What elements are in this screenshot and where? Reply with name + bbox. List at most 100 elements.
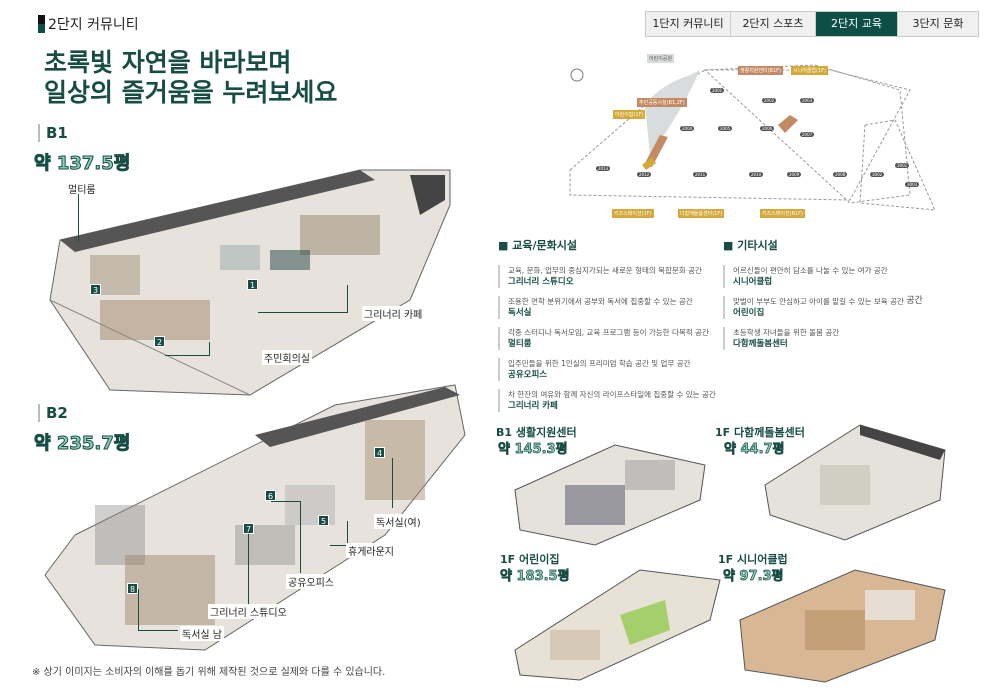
b1-area: 약 137.5평 xyxy=(33,153,131,175)
b2-area: 약 235.7평 xyxy=(33,433,131,455)
map-label-community-facility: 주민공동시설(B1,2F) xyxy=(637,98,687,107)
facility-desc: 맞벌이 부부도 안심하고 아이를 맡길 수 있는 보육 공간 공간 xyxy=(733,296,923,306)
building-number: 2012 xyxy=(637,172,652,177)
other-section-title: ■ 기타시설 xyxy=(723,239,778,252)
marker-8: 8 xyxy=(127,583,138,594)
plan-area-senior-club: 약 97.3평 xyxy=(723,569,784,585)
building-number: 2001 xyxy=(710,88,725,93)
map-label-kids-station-b1f: 키즈스테이션(B1F) xyxy=(760,209,805,218)
map-label-senior-club: 시니어클럽(1F) xyxy=(791,66,828,75)
callout-reading-room-men: 독서실 남 xyxy=(180,626,224,641)
map-label-kids-station-1f: 키즈스테이션(1F) xyxy=(612,209,654,218)
plan-title-daycare: 1F 어린이집 xyxy=(500,553,560,566)
education-section-title: ■ 교육/문화시설 xyxy=(498,239,577,252)
facility-name: 그리너리 스튜디오 xyxy=(508,277,574,287)
tab-complex3-culture[interactable]: 3단지 문화 xyxy=(912,17,964,30)
marker-7: 7 xyxy=(243,523,254,534)
care-center-plan xyxy=(764,424,946,541)
facility-desc: 각종 스터디나 독서모임, 교육 프로그램 등이 가능한 다목적 공간 xyxy=(508,328,709,337)
senior-club-plan xyxy=(739,569,946,683)
building-number: 2005 xyxy=(718,126,733,131)
facility-desc: 차 한잔의 여유와 함께 자신의 라이프스타일에 집중할 수 있는 공간 xyxy=(508,390,716,399)
facility-desc: 초등학생 자녀들을 위한 돌봄 공간 xyxy=(733,328,840,337)
callout-meeting-room: 주민회의실 xyxy=(262,350,312,365)
map-label-daycare: 어린이집(1F) xyxy=(613,110,646,119)
breadcrumb: 2단지 커뮤니티 xyxy=(38,14,139,34)
building-number: 2004 xyxy=(680,126,695,131)
callout-multiroom: 멀티룸 xyxy=(66,181,98,196)
disclaimer: ※ 상기 이미지는 소비자의 이해를 돕기 위해 제작된 것으로 실제와 다를 … xyxy=(32,667,386,678)
facility-name: 다함께돌봄센터 xyxy=(733,339,788,349)
b1-floor-label: B1 xyxy=(38,124,68,142)
building-number: 2006 xyxy=(760,126,775,131)
building-number: 2008 xyxy=(833,172,848,177)
daycare-plan xyxy=(514,569,721,681)
breadcrumb-label: 2단지 커뮤니티 xyxy=(48,17,139,33)
facility-desc: 입주민들을 위한 1인실의 프리미엄 학습 공간 및 업무 공간 xyxy=(508,359,691,368)
building-number: 2007 xyxy=(800,132,815,137)
marker-5: 5 xyxy=(318,515,329,526)
facility-desc-extra: 공간 xyxy=(906,296,923,306)
tab-complex2-sports[interactable]: 2단지 스포츠 xyxy=(731,12,816,36)
plan-title-support-center: B1 생활지원센터 xyxy=(496,426,577,439)
marker-1: 1 xyxy=(247,279,258,290)
facility-name: 멀티룸 xyxy=(508,339,532,349)
tab-bar: 1단지 커뮤니티 2단지 스포츠 2단지 교육 3단지 문화 xyxy=(645,11,979,37)
facility-name: 공유오피스 xyxy=(508,370,548,380)
facility-desc: 교육, 문화, 업무의 중심지가되는 새로운 형태의 복합문화 공간 xyxy=(508,266,702,275)
education-facilities: ■ 교육/문화시설 교육, 문화, 업무의 중심지가되는 새로운 형태의 복합문… xyxy=(498,237,718,420)
callout-shared-office: 공유오피스 xyxy=(286,574,336,589)
b2-floor-label: B2 xyxy=(38,404,68,422)
facility-name: 그리너리 카페 xyxy=(508,401,558,411)
facility-name: 어린이집 xyxy=(733,308,765,318)
plan-title-care-center: 1F 다함께돌봄센터 xyxy=(715,426,805,439)
plan-title-senior-club: 1F 시니어클럽 xyxy=(718,553,788,566)
building-number: 2009 xyxy=(787,172,802,177)
building-number: 2013 xyxy=(596,166,611,171)
tab-complex1-community[interactable]: 1단지 커뮤니티 xyxy=(646,12,731,36)
building-number: 2011 xyxy=(693,172,708,177)
building-number: 2010 xyxy=(749,172,764,177)
headline-line-2: 일상의 즐거움을 누려보세요 xyxy=(44,78,338,107)
callout-greenery-studio: 그리너리 스튜디오 xyxy=(208,604,289,619)
building-number: 2002 xyxy=(762,98,777,103)
b2-floor-plan xyxy=(44,384,466,651)
plan-area-support-center: 약 145.3평 xyxy=(498,442,568,458)
callout-lounge: 휴게라운지 xyxy=(346,543,396,558)
building-number: 3002 xyxy=(870,172,885,177)
callout-greenery-cafe: 그리너리 카페 xyxy=(362,306,425,321)
facility-desc: 어르신들이 편안히 담소를 나눌 수 있는 여가 공간 xyxy=(733,266,888,275)
building-number: 3001 xyxy=(895,163,910,168)
marker-4: 4 xyxy=(374,447,385,458)
support-center-plan xyxy=(514,444,706,546)
marker-2: 2 xyxy=(154,336,165,347)
facility-name: 시니어클럽 xyxy=(733,277,773,287)
map-label-support-center: 생활지원센터(B1F) xyxy=(738,66,783,75)
building-number: 2003 xyxy=(800,98,815,103)
other-title: 기타시설 xyxy=(737,239,778,252)
map-label-care-center: 다함께돌봄센터(1F) xyxy=(678,209,725,218)
marker-3: 3 xyxy=(90,284,101,295)
marker-6: 6 xyxy=(265,490,276,501)
building-number: 3003 xyxy=(905,182,920,187)
plan-area-care-center: 약 44.7평 xyxy=(724,442,785,458)
plan-area-daycare: 약 183.5평 xyxy=(500,569,570,585)
headline-line-1: 초록빛 자연을 바라보며 xyxy=(44,48,292,77)
tab-complex2-education[interactable]: 2단지 교육 xyxy=(816,12,898,36)
facility-desc: 조용한 면학 분위기에서 공부와 독서에 집중할 수 있는 공간 xyxy=(508,297,693,306)
facility-name: 독서실 xyxy=(508,308,532,318)
breadcrumb-marker xyxy=(38,15,45,33)
callout-reading-room-women: 독서실(여) xyxy=(374,514,423,529)
map-label-park: 어린이공원 xyxy=(647,54,675,63)
education-title: 교육/문화시설 xyxy=(512,239,577,252)
